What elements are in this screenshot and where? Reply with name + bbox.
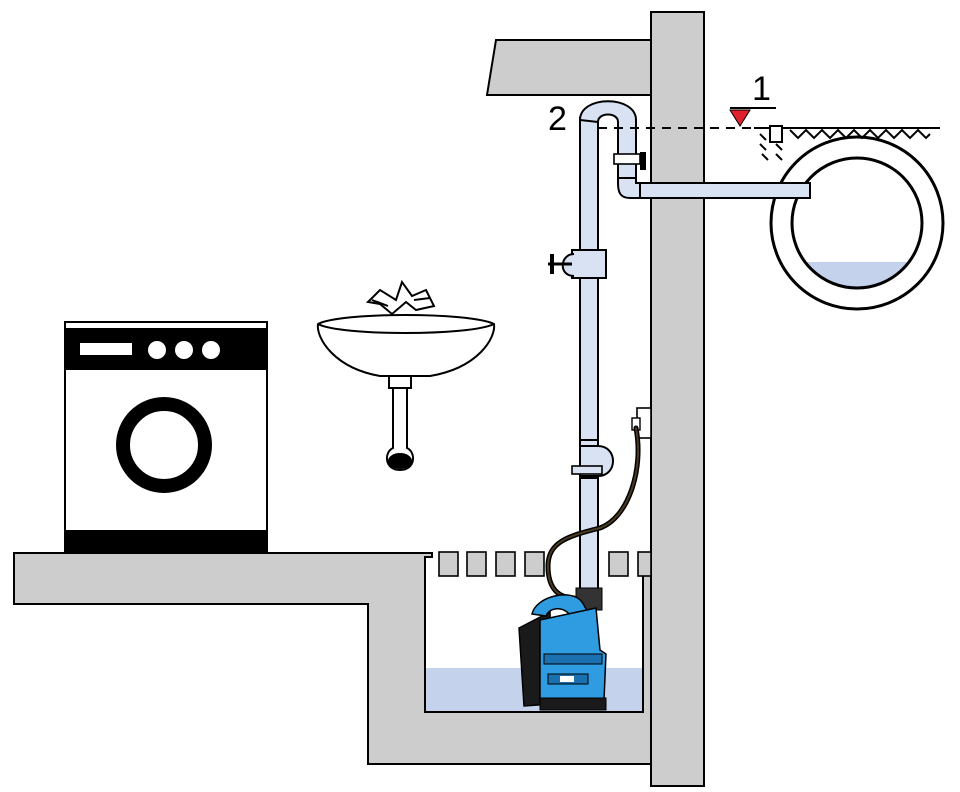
tile (438, 551, 459, 577)
gate-valve-icon (548, 249, 607, 279)
submersible-pump-icon (518, 594, 607, 711)
sink-drain-top (388, 375, 412, 389)
backflow-level-marker-icon (729, 109, 751, 127)
sink-trap (386, 387, 414, 472)
sink-icon (316, 279, 496, 472)
tile (524, 551, 545, 577)
sewer-connection-pipe (639, 182, 811, 199)
tile (495, 551, 516, 577)
washing-machine-door (116, 397, 212, 493)
tile (466, 551, 487, 577)
marker-2-label: 2 (548, 100, 567, 138)
tile (637, 551, 652, 577)
washing-machine-icon (64, 321, 268, 554)
air-valve (613, 152, 646, 170)
sink-basin (316, 314, 496, 377)
sewer-pipe-inner (790, 156, 924, 290)
sewer-pipe-icon (769, 135, 945, 311)
building-structure (13, 11, 705, 787)
check-valve-icon (571, 439, 614, 479)
marker-1-label: 1 (752, 70, 771, 108)
washing-machine-base (65, 530, 267, 553)
ground-surface (754, 125, 940, 161)
exterior-wall (650, 11, 705, 787)
pump-base (539, 697, 607, 711)
upper-ceiling-slab (485, 39, 652, 96)
riser-pipe (579, 117, 599, 594)
floor-tiles (438, 551, 652, 577)
tile (608, 551, 629, 577)
